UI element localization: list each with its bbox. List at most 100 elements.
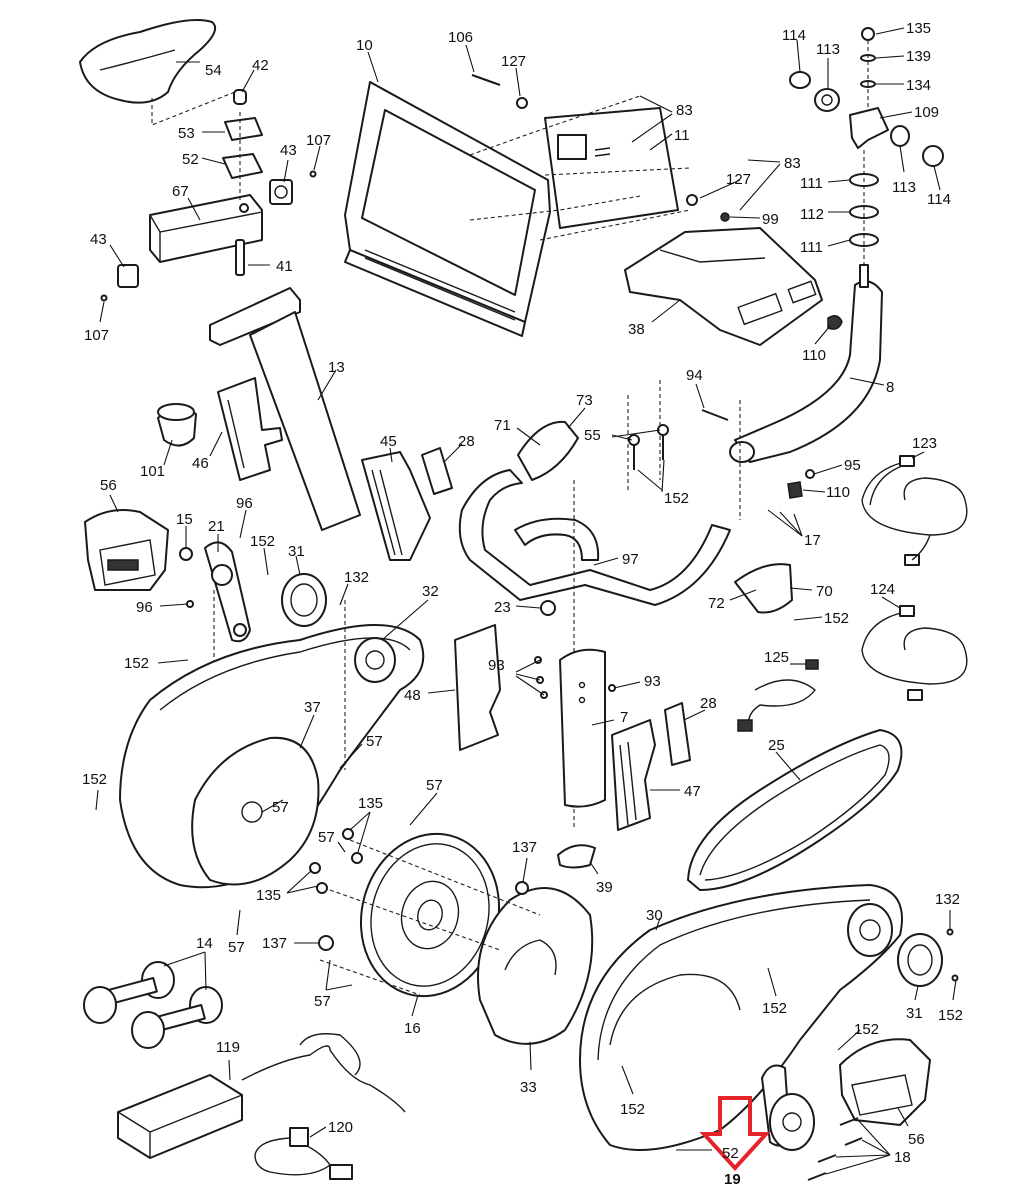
callout-139: 139	[906, 48, 931, 65]
callout-31-right: 31	[906, 1005, 923, 1022]
callout-95: 95	[844, 457, 861, 474]
callout-15: 15	[176, 511, 193, 528]
foot-39	[557, 844, 596, 869]
callout-57-b: 57	[272, 799, 289, 816]
callout-125: 125	[764, 649, 789, 666]
callout-135-left: 135	[256, 887, 281, 904]
callout-111-a: 111	[800, 175, 823, 192]
callout-18: 18	[894, 1149, 911, 1166]
callout-52-bottom: 52	[722, 1145, 739, 1162]
handlebar-post	[729, 264, 883, 463]
callout-112: 112	[800, 206, 824, 223]
callout-71: 71	[494, 417, 511, 434]
cable-123	[861, 455, 968, 566]
crank-arm-right	[761, 1064, 815, 1151]
callout-107-top: 107	[306, 132, 331, 149]
power-adapter	[117, 1033, 406, 1180]
callout-127-top: 127	[501, 53, 526, 70]
callout-114-top: 114	[782, 27, 806, 44]
callout-28-bottom: 28	[700, 695, 717, 712]
highlight-arrow	[699, 1096, 771, 1171]
seat	[79, 19, 216, 104]
cable-125	[737, 659, 819, 732]
seat-post	[209, 287, 361, 531]
flywheel	[359, 832, 501, 998]
flywheel-hardware	[309, 828, 529, 951]
callout-152-g: 152	[938, 1007, 963, 1024]
callout-107-left: 107	[84, 327, 109, 344]
callout-14: 14	[196, 935, 213, 952]
callout-54: 54	[205, 62, 222, 79]
callout-94: 94	[686, 367, 703, 384]
callout-119: 119	[216, 1039, 240, 1056]
callout-114-right: 114	[927, 191, 951, 208]
pedal-right	[839, 1038, 931, 1126]
callout-19: 19	[724, 1171, 741, 1188]
callout-152-c: 152	[824, 610, 849, 627]
callout-47: 47	[684, 783, 701, 800]
callout-52: 52	[182, 151, 199, 168]
bolts-18	[807, 1117, 863, 1181]
callout-120: 120	[328, 1119, 353, 1136]
callout-7: 7	[620, 709, 628, 726]
callout-83-mid: 83	[784, 155, 801, 172]
callout-31-left: 31	[288, 543, 305, 560]
adjustment-knob	[157, 403, 197, 447]
callout-37: 37	[304, 699, 321, 716]
callout-28-top: 28	[458, 433, 475, 450]
seat-post-cover	[217, 377, 283, 481]
right-shield	[579, 884, 903, 1151]
shroud-45-28	[361, 447, 453, 561]
callout-42: 42	[252, 57, 269, 74]
shroud-28b	[664, 702, 691, 766]
callout-124: 124	[870, 581, 895, 598]
callout-132-right: 132	[935, 891, 960, 908]
callout-93-left: 93	[488, 657, 505, 674]
callout-113-top: 113	[816, 41, 840, 58]
callout-67: 67	[172, 183, 189, 200]
leader-lines	[95, 27, 957, 1175]
callout-110-mid: 110	[826, 484, 850, 501]
callout-8: 8	[886, 379, 894, 396]
callout-152-a: 152	[664, 490, 689, 507]
callout-152-i: 152	[854, 1021, 879, 1038]
callout-72: 72	[708, 595, 725, 612]
handlebar	[458, 420, 793, 614]
callout-132-left: 132	[344, 569, 369, 586]
callout-70: 70	[816, 583, 833, 600]
callout-123: 123	[912, 435, 937, 452]
callout-73: 73	[576, 392, 593, 409]
callout-57-d: 57	[318, 829, 335, 846]
callout-17: 17	[804, 532, 821, 549]
callout-152-f: 152	[762, 1000, 787, 1017]
callout-96-left: 96	[136, 599, 153, 616]
callout-57-c: 57	[426, 777, 443, 794]
callout-135-top: 135	[906, 20, 931, 37]
crank-arm-left	[179, 541, 251, 643]
callout-45: 45	[380, 433, 397, 450]
callout-83-top: 83	[676, 102, 693, 119]
callout-46: 46	[192, 455, 209, 472]
callout-134: 134	[906, 77, 931, 94]
dumbbells	[83, 961, 223, 1049]
shroud-48	[454, 624, 501, 751]
pedal-left	[84, 509, 169, 591]
callout-56-bottom: 56	[908, 1131, 925, 1148]
callout-152-e: 152	[82, 771, 107, 788]
callout-113-right: 113	[892, 179, 916, 196]
callout-30: 30	[646, 907, 663, 924]
callout-48: 48	[404, 687, 421, 704]
flywheel-cover-33	[477, 887, 594, 1045]
callout-25: 25	[768, 737, 785, 754]
callout-23: 23	[494, 599, 511, 616]
callout-10: 10	[356, 37, 373, 54]
callout-labels: 54 42 53 52 43 107 67 43 41 107 10 106 1…	[82, 20, 963, 1188]
callout-137-right: 137	[512, 839, 537, 856]
seat-slider-parts	[100, 89, 317, 302]
callout-110-top: 110	[802, 347, 826, 364]
console-screen	[344, 81, 551, 337]
callout-13: 13	[328, 359, 345, 376]
console-back-panel	[544, 107, 679, 229]
pulley-31-right	[897, 933, 943, 987]
